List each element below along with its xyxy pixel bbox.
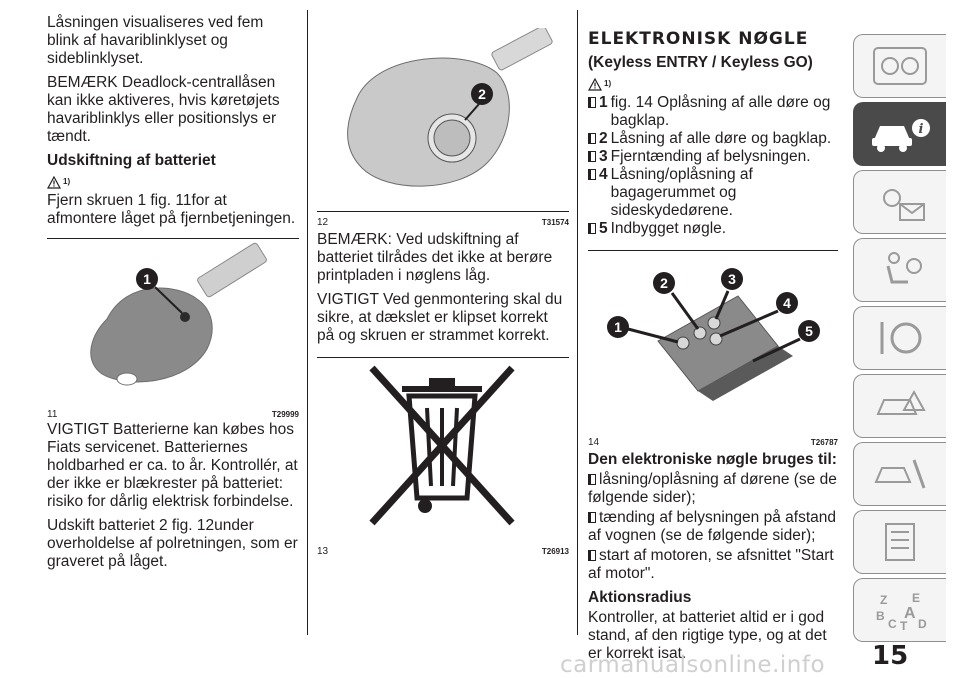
tab-technical-data[interactable] bbox=[853, 510, 946, 574]
warning-triangle-icon bbox=[588, 77, 602, 91]
svg-text:i: i bbox=[919, 122, 924, 137]
callout-1-badge bbox=[136, 268, 158, 290]
figure-14: 1 2 3 4 5 14 T26787 bbox=[588, 250, 838, 448]
callout-2-label: 2 bbox=[478, 86, 486, 102]
bullet-icon bbox=[588, 223, 596, 234]
warning-reference: 1) bbox=[588, 74, 838, 94]
figure-number: 12 bbox=[317, 217, 329, 228]
warning-ref-text: 1) bbox=[63, 177, 71, 186]
column-3: ELEKTRONISK NØGLE (Keyless ENTRY / Keyle… bbox=[588, 30, 838, 669]
figure-number: 13 bbox=[317, 546, 329, 557]
circuit-board-note: BEMÆRK: Ved udskiftning af batteriet til… bbox=[317, 231, 553, 284]
svg-text:A: A bbox=[904, 605, 916, 622]
uses-list: låsning/oplåsning af dørene (se de følge… bbox=[588, 471, 838, 583]
figure-number: 11 bbox=[47, 409, 58, 420]
callout-1-label: 1 bbox=[143, 271, 151, 287]
key-battery-image: 2 bbox=[347, 25, 553, 187]
page-number: 15 bbox=[872, 641, 909, 671]
section-title: ELEKTRONISK NØGLE bbox=[588, 29, 809, 49]
steering-key-icon bbox=[880, 322, 922, 354]
tab-emergency[interactable] bbox=[853, 374, 946, 438]
range-heading: Aktionsradius bbox=[588, 589, 692, 606]
car-warning-icon bbox=[876, 389, 926, 415]
svg-text:D: D bbox=[918, 617, 927, 631]
remote-key-image: 1 bbox=[90, 242, 267, 386]
data-list-icon bbox=[885, 523, 915, 561]
warning-reference: 1) bbox=[47, 172, 299, 192]
svg-text:B: B bbox=[876, 609, 885, 623]
bullet-icon bbox=[588, 512, 596, 523]
bullet-icon bbox=[588, 151, 596, 162]
figure-code: T26913 bbox=[541, 547, 569, 556]
lights-mail-icon bbox=[883, 189, 925, 221]
seat-airbag-icon bbox=[886, 252, 922, 284]
callout-4-label: 4 bbox=[783, 295, 791, 311]
bullet-icon bbox=[588, 550, 596, 561]
section-subtitle: (Keyless ENTRY / Keyless GO) bbox=[588, 54, 813, 71]
figure-14-caption: 14 T26787 bbox=[588, 434, 838, 452]
column-divider-2 bbox=[577, 10, 578, 635]
replace-battery-paragraph: Udskift batteriet 2 fig. 12under overhol… bbox=[47, 517, 298, 570]
uses-heading: Den elektroniske nøgle bruges til: bbox=[588, 451, 837, 468]
car-dashboard-icon bbox=[873, 47, 927, 85]
column-1: Låsningen visualiseres ved fem blink af … bbox=[47, 14, 299, 577]
battery-replacement-heading: Udskiftning af batteriet bbox=[47, 152, 216, 169]
column-divider-1 bbox=[307, 10, 308, 635]
svg-text:Z: Z bbox=[880, 593, 887, 607]
callout-1-label: 1 bbox=[614, 319, 622, 335]
bullet-icon bbox=[588, 97, 596, 108]
figure-12: 2 12 T31574 bbox=[317, 25, 569, 228]
batteries-info-paragraph: VIGTIGT Batterierne kan købes hos Fiats … bbox=[47, 421, 298, 510]
index-letters-icon: Z E B A C T D bbox=[876, 591, 927, 632]
svg-text:E: E bbox=[912, 591, 920, 605]
car-service-icon bbox=[874, 459, 926, 489]
figure-11: 1 11 T29999 bbox=[47, 238, 299, 420]
figure-code: T26787 bbox=[810, 438, 838, 447]
remove-screw-paragraph: Fjern skruen 1 fig. 11for at afmontere l… bbox=[47, 192, 296, 227]
tab-car-info[interactable]: i bbox=[853, 102, 946, 166]
intro-paragraph-2: BEMÆRK Deadlock-centrallåsen kan ikke ak… bbox=[47, 74, 280, 145]
tab-driving[interactable] bbox=[853, 306, 946, 370]
svg-text:T: T bbox=[900, 619, 908, 632]
list-item: tænding af belysningen på afstand af vog… bbox=[588, 509, 836, 544]
bullet-icon bbox=[588, 169, 596, 180]
figure-11-caption: 11 T29999 bbox=[47, 406, 299, 424]
tab-lights[interactable] bbox=[853, 170, 946, 234]
battery-disposal-icon bbox=[369, 365, 515, 526]
tab-index[interactable]: Z E B A C T D bbox=[853, 578, 946, 642]
figure-number: 14 bbox=[588, 437, 600, 448]
tab-dashboard[interactable] bbox=[853, 34, 946, 98]
figure-13-caption: 13 T26913 bbox=[317, 543, 569, 561]
column-2: 2 12 T31574 BEMÆRK: Ved udskiftning af b… bbox=[317, 0, 569, 560]
car-info-icon: i bbox=[872, 119, 930, 152]
figure-13: 13 T26913 bbox=[317, 357, 569, 557]
bullet-icon bbox=[588, 474, 596, 485]
watermark: carmanualsonline.info bbox=[560, 652, 826, 678]
range-paragraph: Kontroller, at batteriet altid er i god … bbox=[588, 609, 827, 662]
tab-safety[interactable] bbox=[853, 238, 946, 302]
intro-paragraph-1: Låsningen visualiseres ved fem blink af … bbox=[47, 14, 264, 67]
callout-2-label: 2 bbox=[660, 275, 668, 291]
figure-code: T31574 bbox=[541, 218, 569, 227]
callout-3-label: 3 bbox=[728, 271, 736, 287]
callout-5-label: 5 bbox=[805, 323, 813, 339]
warning-triangle-icon bbox=[47, 175, 61, 189]
reassembly-note: VIGTIGT Ved genmontering skal du sikre, … bbox=[317, 291, 563, 344]
tab-maintenance[interactable] bbox=[853, 442, 946, 506]
svg-text:C: C bbox=[888, 617, 897, 631]
warning-ref-text: 1) bbox=[604, 79, 612, 88]
chapter-sidebar: i Z E B A C T D bbox=[853, 34, 946, 646]
figure-code: T29999 bbox=[271, 410, 299, 419]
list-item: låsning/oplåsning af dørene (se de følge… bbox=[588, 471, 837, 506]
keycard-image: 1 2 3 4 5 bbox=[607, 268, 820, 401]
bullet-icon bbox=[588, 133, 596, 144]
figure-12-caption: 12 T31574 bbox=[317, 211, 569, 232]
list-item: start af motoren, se afsnittet "Start af… bbox=[588, 547, 834, 582]
